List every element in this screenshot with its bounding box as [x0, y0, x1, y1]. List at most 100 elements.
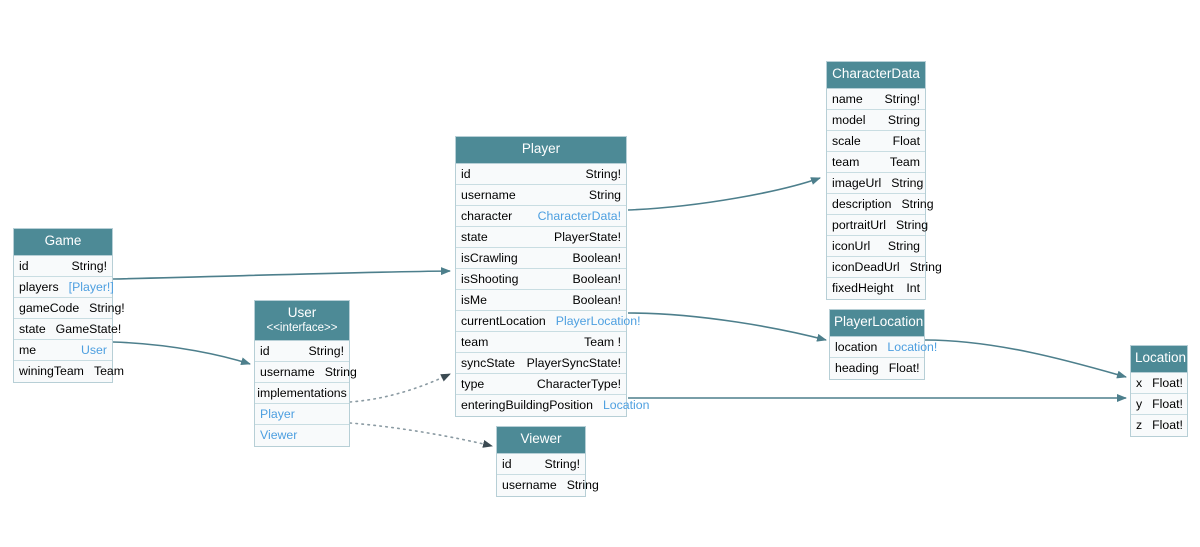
- field-type: Boolean!: [572, 250, 621, 265]
- entity-game[interactable]: Game id String! players [Player!] gameCo…: [13, 228, 125, 383]
- field-row[interactable]: players [Player!]: [14, 276, 114, 298]
- edge-player-currentlocation-to-playerlocation: [627, 312, 827, 342]
- entity-user-name: User: [287, 305, 317, 320]
- field-row[interactable]: scale Float: [827, 130, 925, 152]
- entity-player-title: Player: [456, 137, 626, 164]
- field-row[interactable]: location Location!: [830, 336, 937, 358]
- field-row[interactable]: heading Float!: [830, 357, 924, 379]
- entity-player[interactable]: Player id String! username String charac…: [455, 136, 649, 417]
- field-name: fixedHeight: [832, 281, 894, 296]
- field-name: portraitUrl: [832, 217, 886, 232]
- field-row[interactable]: team Team: [827, 151, 925, 173]
- entity-user-title: User <<interface>>: [255, 301, 349, 341]
- field-type: String!: [884, 91, 920, 106]
- entity-user[interactable]: User <<interface>> id String! username S…: [254, 300, 357, 447]
- field-type: String!: [585, 166, 621, 181]
- field-name: location: [835, 339, 878, 354]
- field-name: iconUrl: [832, 238, 871, 253]
- entity-viewer-title: Viewer: [497, 427, 585, 454]
- field-row[interactable]: syncState PlayerSyncState!: [456, 352, 626, 374]
- field-row[interactable]: x Float!: [1131, 372, 1187, 394]
- entity-location[interactable]: Location x Float! y Float! z Float!: [1130, 345, 1188, 437]
- field-row[interactable]: state GameState!: [14, 318, 121, 340]
- field-row[interactable]: id String!: [255, 340, 349, 362]
- field-row[interactable]: enteringBuildingPosition Location: [456, 394, 649, 416]
- field-name: gameCode: [19, 300, 80, 315]
- field-row[interactable]: type CharacterType!: [456, 373, 626, 395]
- entity-location-title: Location: [1131, 346, 1187, 373]
- field-row[interactable]: name String!: [827, 88, 925, 110]
- field-type: String: [887, 112, 920, 127]
- field-row[interactable]: model String: [827, 109, 925, 131]
- field-row[interactable]: character CharacterData!: [456, 205, 626, 227]
- field-name: username: [502, 478, 557, 493]
- field-row[interactable]: iconDeadUrl String: [827, 256, 942, 278]
- edge-player-character-to-characterdata: [627, 177, 821, 211]
- field-name: iconDeadUrl: [832, 259, 900, 274]
- field-row[interactable]: username String: [497, 474, 599, 496]
- field-type: String: [901, 196, 934, 211]
- field-row[interactable]: gameCode String!: [14, 297, 125, 319]
- entity-player-location-title: PlayerLocation: [830, 310, 924, 337]
- field-type: Int: [906, 281, 920, 296]
- field-name: players: [19, 279, 59, 294]
- field-name: isShooting: [461, 271, 519, 286]
- field-type: CharacterData!: [537, 208, 621, 223]
- field-row[interactable]: winingTeam Team: [14, 360, 124, 382]
- field-row[interactable]: id String!: [14, 255, 112, 277]
- field-name: description: [832, 196, 892, 211]
- implementation-row-viewer[interactable]: Viewer: [255, 424, 349, 446]
- field-type: String!: [544, 456, 580, 471]
- field-row[interactable]: username String: [255, 361, 357, 383]
- field-name: name: [832, 91, 863, 106]
- implementation-name: Viewer: [260, 428, 298, 443]
- entity-character-data-title: CharacterData: [827, 62, 925, 89]
- field-row[interactable]: iconUrl String: [827, 235, 925, 257]
- field-row[interactable]: username String: [456, 184, 626, 206]
- field-type: GameState!: [55, 321, 122, 336]
- field-type: String: [324, 364, 357, 379]
- field-name: enteringBuildingPosition: [461, 398, 593, 413]
- field-row[interactable]: z Float!: [1131, 414, 1187, 436]
- field-row[interactable]: imageUrl String: [827, 172, 925, 194]
- field-row[interactable]: id String!: [497, 453, 585, 475]
- entity-player-location[interactable]: PlayerLocation location Location! headin…: [829, 309, 937, 380]
- field-type: String!: [308, 343, 344, 358]
- field-type: String: [909, 259, 942, 274]
- field-type: Float!: [1152, 375, 1183, 390]
- field-name: isMe: [461, 292, 487, 307]
- field-type: [Player!]: [68, 279, 114, 294]
- field-type: Float!: [1152, 396, 1183, 411]
- field-name: username: [461, 187, 516, 202]
- entity-game-title: Game: [14, 229, 112, 256]
- field-row[interactable]: me User: [14, 339, 112, 361]
- field-row[interactable]: id String!: [456, 163, 626, 185]
- field-row[interactable]: team Team !: [456, 331, 626, 353]
- field-row[interactable]: currentLocation PlayerLocation!: [456, 310, 641, 332]
- field-row[interactable]: y Float!: [1131, 393, 1187, 415]
- field-type: String: [895, 217, 929, 232]
- edge-playerlocation-location-to-location: [924, 339, 1127, 379]
- field-row[interactable]: description String: [827, 193, 934, 215]
- field-name: scale: [832, 133, 861, 148]
- entity-viewer[interactable]: Viewer id String! username String: [496, 426, 599, 497]
- field-row[interactable]: portraitUrl String: [827, 214, 929, 236]
- implementation-row-player[interactable]: Player: [255, 403, 349, 425]
- field-row[interactable]: state PlayerState!: [456, 226, 626, 248]
- field-name: character: [461, 208, 513, 223]
- field-type: Boolean!: [572, 292, 621, 307]
- field-name: isCrawling: [461, 250, 518, 265]
- field-row[interactable]: isShooting Boolean!: [456, 268, 626, 290]
- field-row[interactable]: fixedHeight Int: [827, 277, 925, 299]
- field-type: Location: [602, 398, 650, 413]
- field-name: syncState: [461, 355, 515, 370]
- field-row[interactable]: isMe Boolean!: [456, 289, 626, 311]
- field-type: Location!: [887, 339, 938, 354]
- field-type: User: [81, 342, 107, 357]
- entity-character-data[interactable]: CharacterData name String! model String …: [826, 61, 942, 300]
- field-type: Float!: [1152, 418, 1183, 433]
- field-name: type: [461, 376, 485, 391]
- field-name: team: [461, 334, 489, 349]
- field-row[interactable]: isCrawling Boolean!: [456, 247, 626, 269]
